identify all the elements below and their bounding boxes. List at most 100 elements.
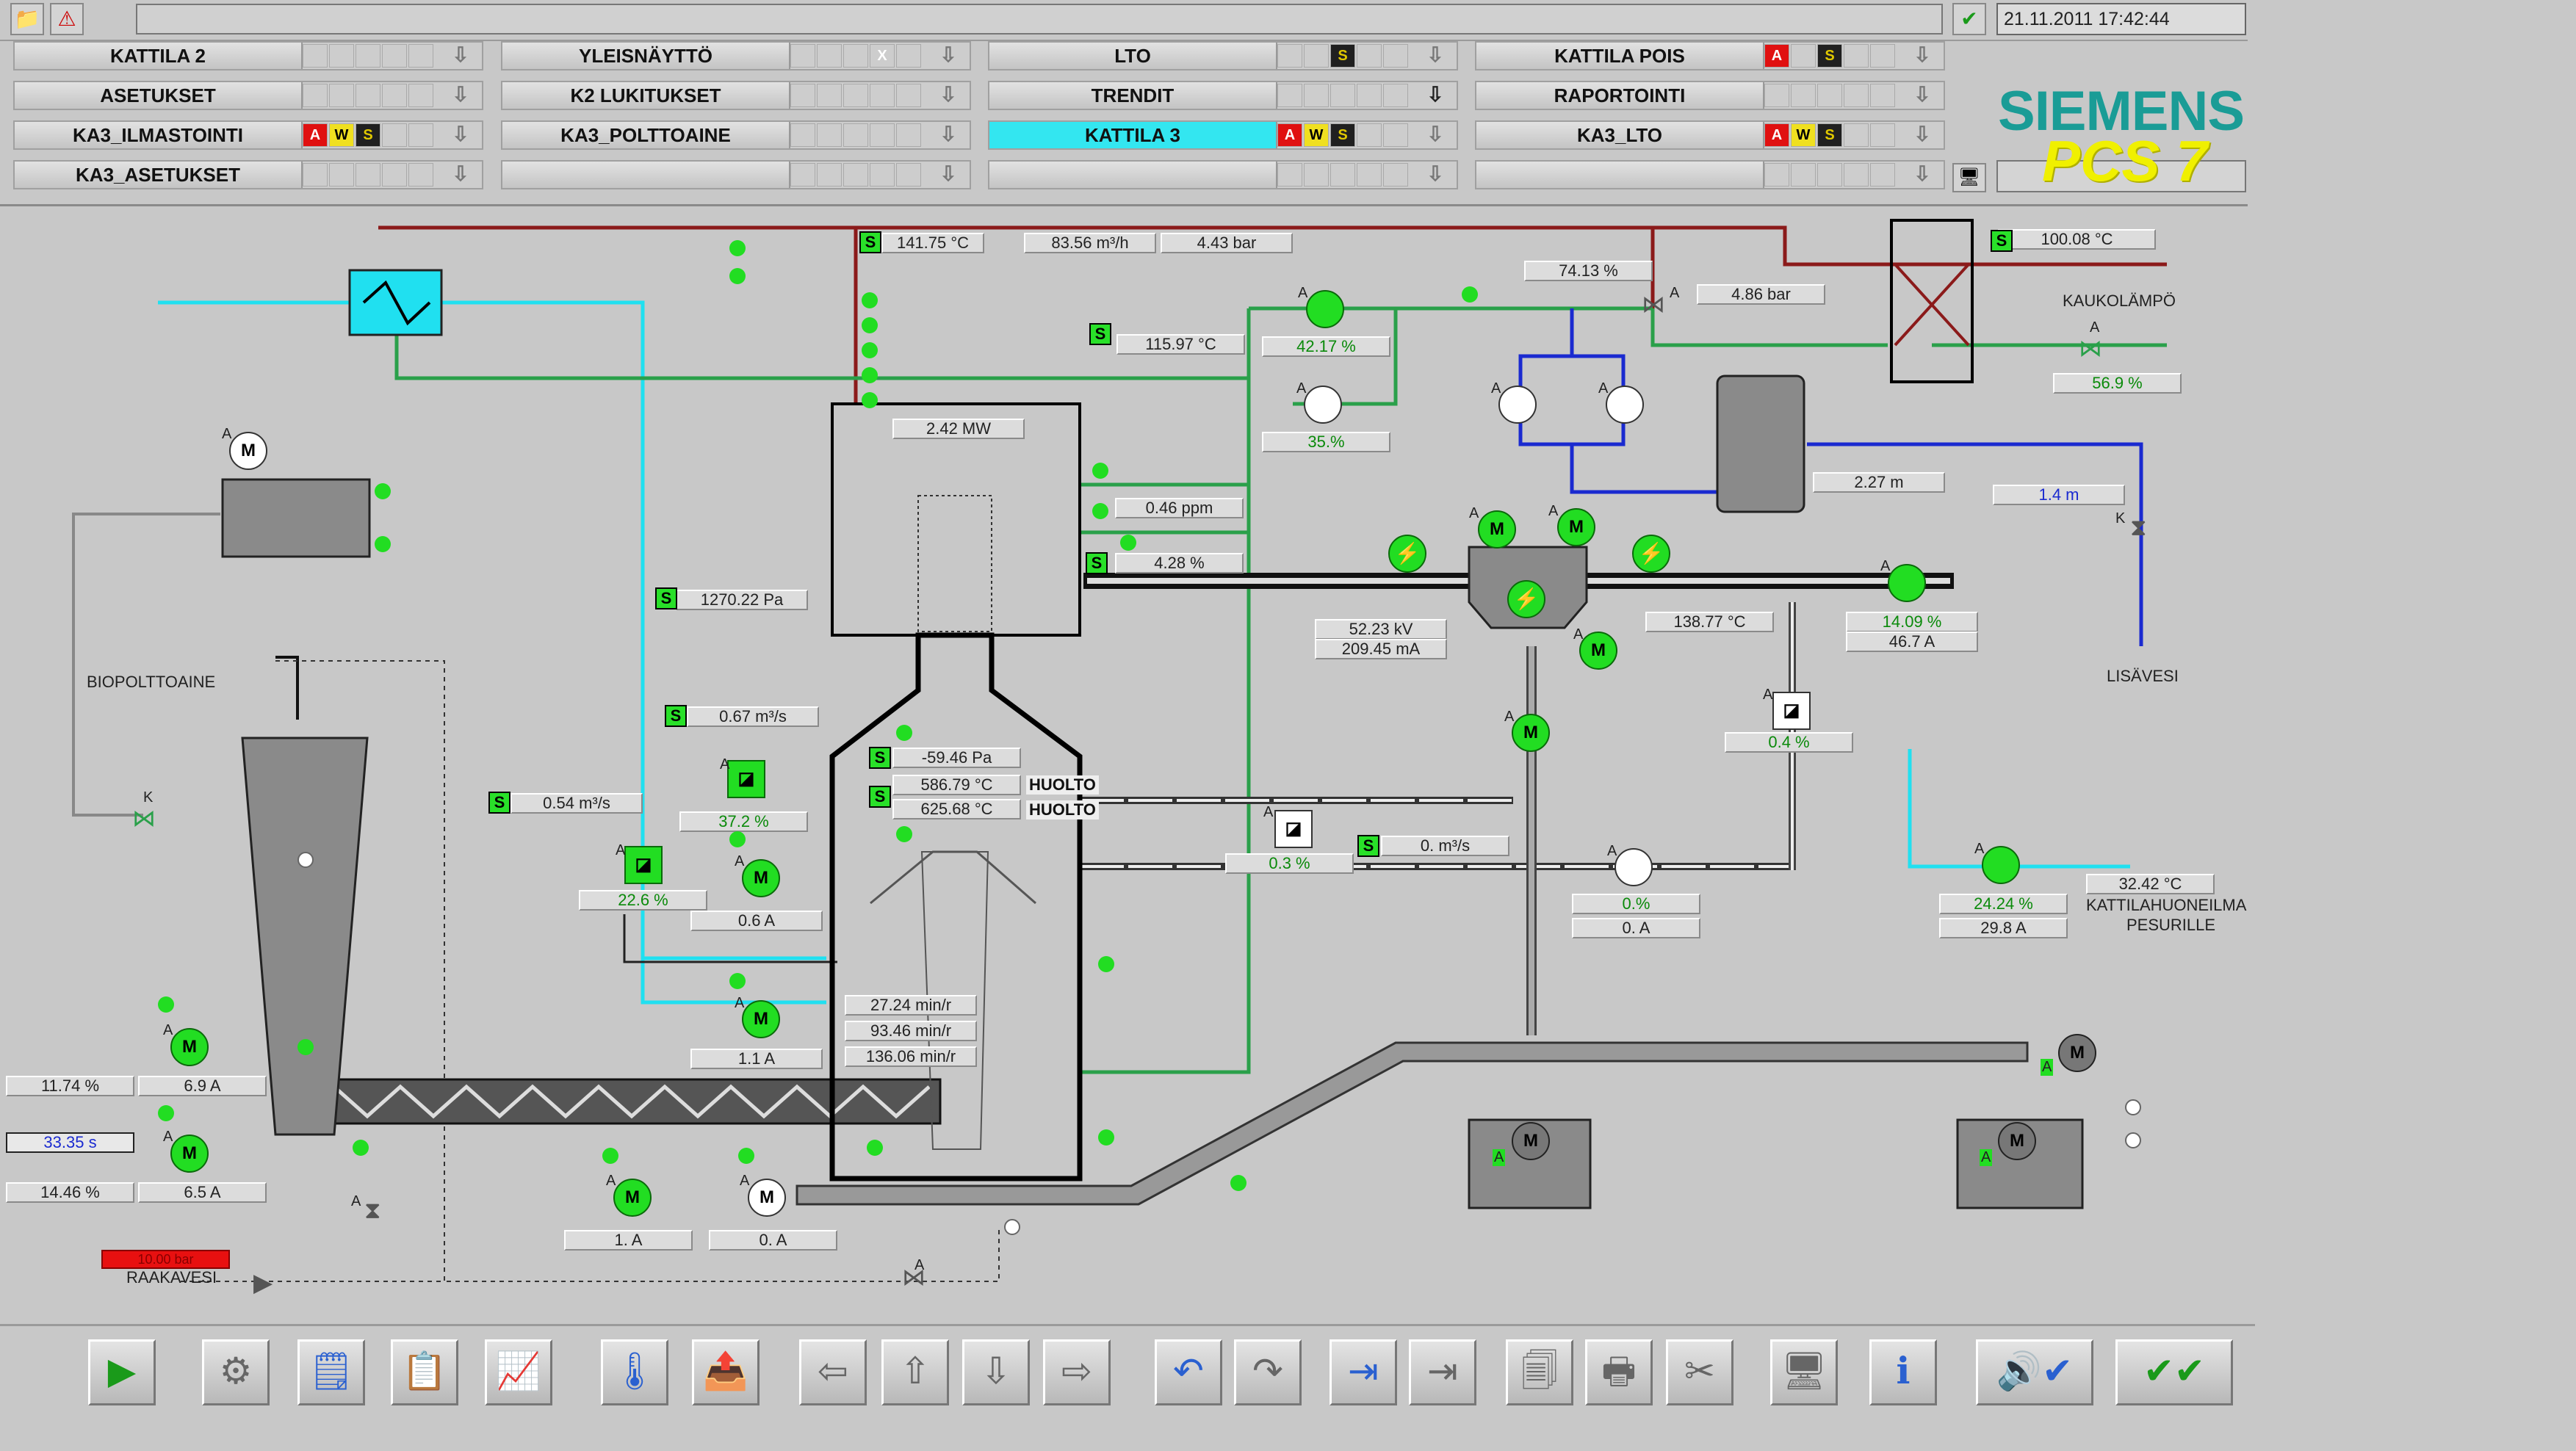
pump-icon[interactable] [1888,564,1926,602]
nav-button-ka3-lto[interactable]: KA3_LTO [1476,122,1764,148]
acknowledge-all-icon[interactable]: ✔✔ [2115,1339,2233,1405]
nav-row[interactable]: ⇩ [988,160,1458,189]
furnace-temp1-value[interactable]: 586.79 °C [892,775,1021,795]
screw2-amp[interactable]: 6.5 A [138,1182,267,1203]
motor-icon[interactable]: M [1579,632,1617,670]
pump-mid-percent[interactable]: 35.% [1262,432,1390,452]
kv-value[interactable]: 52.23 kV [1315,619,1447,640]
pump-icon[interactable] [1306,290,1344,328]
rpm2-value[interactable]: 93.46 min/r [845,1021,977,1041]
pump-icon[interactable] [1606,386,1644,424]
screw1-amp[interactable]: 6.9 A [138,1076,267,1096]
horn-acknowledge-icon[interactable]: 🔊✔ [1976,1339,2093,1405]
amp2-value[interactable]: 1.1 A [690,1049,823,1069]
temp-kauko-value[interactable]: 100.08 °C [1998,229,2156,250]
motor-icon[interactable]: M [748,1179,786,1217]
pump-icon[interactable] [1614,848,1653,886]
oxygen-value[interactable]: 4.28 % [1115,553,1244,573]
motor-icon[interactable]: M [1512,714,1550,752]
flow2-value[interactable]: 0.54 m³/s [510,793,643,814]
valve-top-percent[interactable]: 74.13 % [1524,261,1653,281]
room-temp-value[interactable]: 32.42 °C [2086,874,2215,894]
s-indicator[interactable]: S [655,587,677,609]
forward-icon[interactable]: ↷ [1234,1339,1302,1405]
s-indicator[interactable]: S [1991,230,2013,252]
blank-field[interactable] [1996,160,2246,192]
nav-row[interactable]: KA3_ASETUKSET ⇩ [13,160,483,189]
pump-right-percent[interactable]: 0.% [1572,894,1700,914]
pressure-pa-value[interactable]: 1270.22 Pa [676,590,808,610]
motor-icon[interactable]: M [170,1028,209,1066]
motor-icon[interactable]: M [742,1000,780,1038]
nav-row[interactable]: KATTILA 2 ⇩ [13,41,483,70]
conveyor-temp-value[interactable]: 138.77 °C [1645,612,1774,632]
pump-icon[interactable] [1498,386,1537,424]
nav-button-raportointi[interactable]: RAPORTOINTI [1476,82,1764,109]
thermometer-icon[interactable]: 🌡 [601,1339,668,1405]
valve-icon[interactable]: ⋈ [2079,335,2102,361]
temp-mid-value[interactable]: 115.97 °C [1116,334,1245,355]
electric-icon[interactable]: ⚡ [1388,535,1426,573]
nav-button-kattila-pois[interactable]: KATTILA POIS [1476,43,1764,69]
huolto-label-2[interactable]: HUOLTO [1026,800,1099,819]
press-kauko-value[interactable]: 4.86 bar [1697,284,1825,305]
nav-button-asetukset[interactable]: ASETUKSET [15,82,303,109]
fan-amp[interactable]: 46.7 A [1846,632,1978,652]
flow1-value[interactable]: 0.67 m³/s [687,706,819,727]
folder-icon[interactable]: 📁 [10,3,44,35]
flue-temp-value[interactable]: 141.75 °C [881,233,984,253]
motor-icon[interactable]: M [1557,508,1595,546]
huolto-label-1[interactable]: HUOLTO [1026,775,1099,795]
nav-button-empty[interactable] [502,162,790,188]
monitor-icon[interactable]: 🖥 [1952,163,1986,192]
motor-icon[interactable]: M [170,1135,209,1173]
nav-button-empty[interactable] [1476,162,1764,188]
nav-button-trendit[interactable]: TRENDIT [989,82,1277,109]
furnace-temp2-value[interactable]: 625.68 °C [892,799,1021,819]
boiler-power-value[interactable]: 2.42 MW [892,419,1025,439]
ma-value[interactable]: 209.45 mA [1315,639,1447,659]
s-indicator[interactable]: S [488,792,510,814]
damper-icon[interactable]: ◪ [1772,692,1811,730]
damper-icon[interactable]: ◪ [1274,810,1313,848]
motor-icon[interactable]: M [742,859,780,897]
login-icon[interactable]: ⇥ [1330,1339,1397,1405]
nav-row[interactable]: KATTILA 3 A W S ⇩ [988,120,1458,150]
tank-level-value[interactable]: 2.27 m [1813,472,1945,493]
rpm1-value[interactable]: 27.24 min/r [845,995,977,1016]
s-indicator[interactable]: S [869,786,891,808]
logout-icon[interactable]: ⇥ [1409,1339,1476,1405]
nav-row[interactable]: LTO S ⇩ [988,41,1458,70]
damper2-percent[interactable]: 22.6 % [579,890,707,911]
notes-icon[interactable]: 🗒 [297,1339,365,1405]
nav-button-yleisnaytto[interactable]: YLEISNÄYTTÖ [502,43,790,69]
nav-row[interactable]: KATTILA POIS A S ⇩ [1475,41,1945,70]
time-seconds-value[interactable]: 33.35 s [6,1132,134,1153]
raw-water-alarm-value[interactable]: 10.00 bar [101,1250,230,1269]
fan2-amp[interactable]: 29.8 A [1939,918,2068,938]
motor-icon[interactable]: M [1998,1122,2036,1160]
alarm-warning-icon[interactable]: ⚠ [50,3,84,35]
screw2-percent[interactable]: 14.46 % [6,1182,134,1203]
s-indicator[interactable]: S [869,747,891,769]
screen-view-icon[interactable]: 🖥 [1770,1339,1838,1405]
amp3-value[interactable]: 1. A [564,1230,693,1251]
nav-row[interactable]: ⇩ [1475,160,1945,189]
screw1-percent[interactable]: 11.74 % [6,1076,134,1096]
damper-icon[interactable]: ◪ [624,846,663,884]
s-indicator[interactable]: S [1086,552,1108,574]
damper1-percent[interactable]: 37.2 % [679,811,808,832]
pump-icon[interactable] [1304,386,1342,424]
pump-top-percent[interactable]: 42.17 % [1262,336,1390,357]
nav-row[interactable]: KA3_LTO A W S ⇩ [1475,120,1945,150]
pump-icon[interactable] [1982,846,2020,884]
fan-percent[interactable]: 14.09 % [1846,612,1978,632]
electric-icon[interactable]: ⚡ [1507,580,1545,618]
motor-icon[interactable]: M [229,432,267,470]
damper3-percent[interactable]: 0.3 % [1225,853,1354,874]
valve-icon[interactable]: ⧗ [2130,514,2147,540]
nav-button-k2-lukitukset[interactable]: K2 LUKITUKSET [502,82,790,109]
nav-row[interactable]: TRENDIT ⇩ [988,81,1458,110]
print-icon[interactable]: 🖶 [1585,1339,1653,1405]
pages-icon[interactable]: 🗐 [1506,1339,1573,1405]
